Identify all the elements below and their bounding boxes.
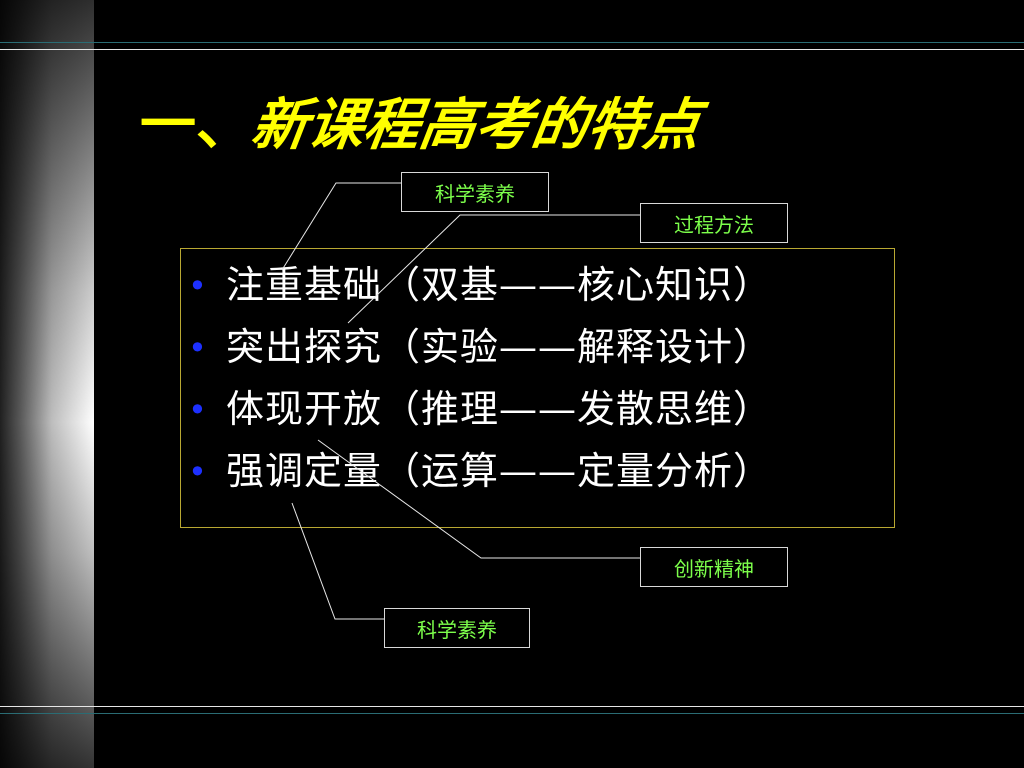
bullet-marker: • [188, 329, 207, 367]
left-gradient-bar [0, 0, 94, 768]
bullet-text: 注重基础（双基——核心知识） [226, 263, 773, 308]
bottom-rule-accent [0, 713, 1024, 714]
bullet-text: 体现开放（推理——发散思维） [226, 387, 773, 432]
tag-scientific-literacy-2: 科学素养 [384, 608, 530, 648]
bullet-list: • 注重基础（双基——核心知识） • 突出探究（实验——解释设计） • 体现开放… [188, 255, 772, 503]
bottom-rule [0, 706, 1024, 707]
list-item: • 强调定量（运算——定量分析） [188, 441, 772, 503]
top-rule-accent [0, 42, 1024, 43]
list-item: • 突出探究（实验——解释设计） [188, 317, 772, 379]
bullet-text: 强调定量（运算——定量分析） [226, 449, 773, 494]
bullet-marker: • [188, 267, 207, 305]
list-item: • 体现开放（推理——发散思维） [188, 379, 772, 441]
title-text: 新课程高考的特点 [247, 92, 705, 158]
tag-process-method: 过程方法 [640, 203, 788, 243]
tag-scientific-literacy: 科学素养 [401, 172, 549, 212]
list-item: • 注重基础（双基——核心知识） [188, 255, 772, 317]
slide-title: 一、新课程高考的特点 [140, 92, 705, 159]
bullet-marker: • [188, 391, 207, 429]
bullet-text: 突出探究（实验——解释设计） [226, 325, 773, 370]
bullet-marker: • [188, 453, 207, 491]
top-rule [0, 49, 1024, 50]
title-number: 一、 [140, 92, 252, 158]
tag-innovation-spirit: 创新精神 [640, 547, 788, 587]
